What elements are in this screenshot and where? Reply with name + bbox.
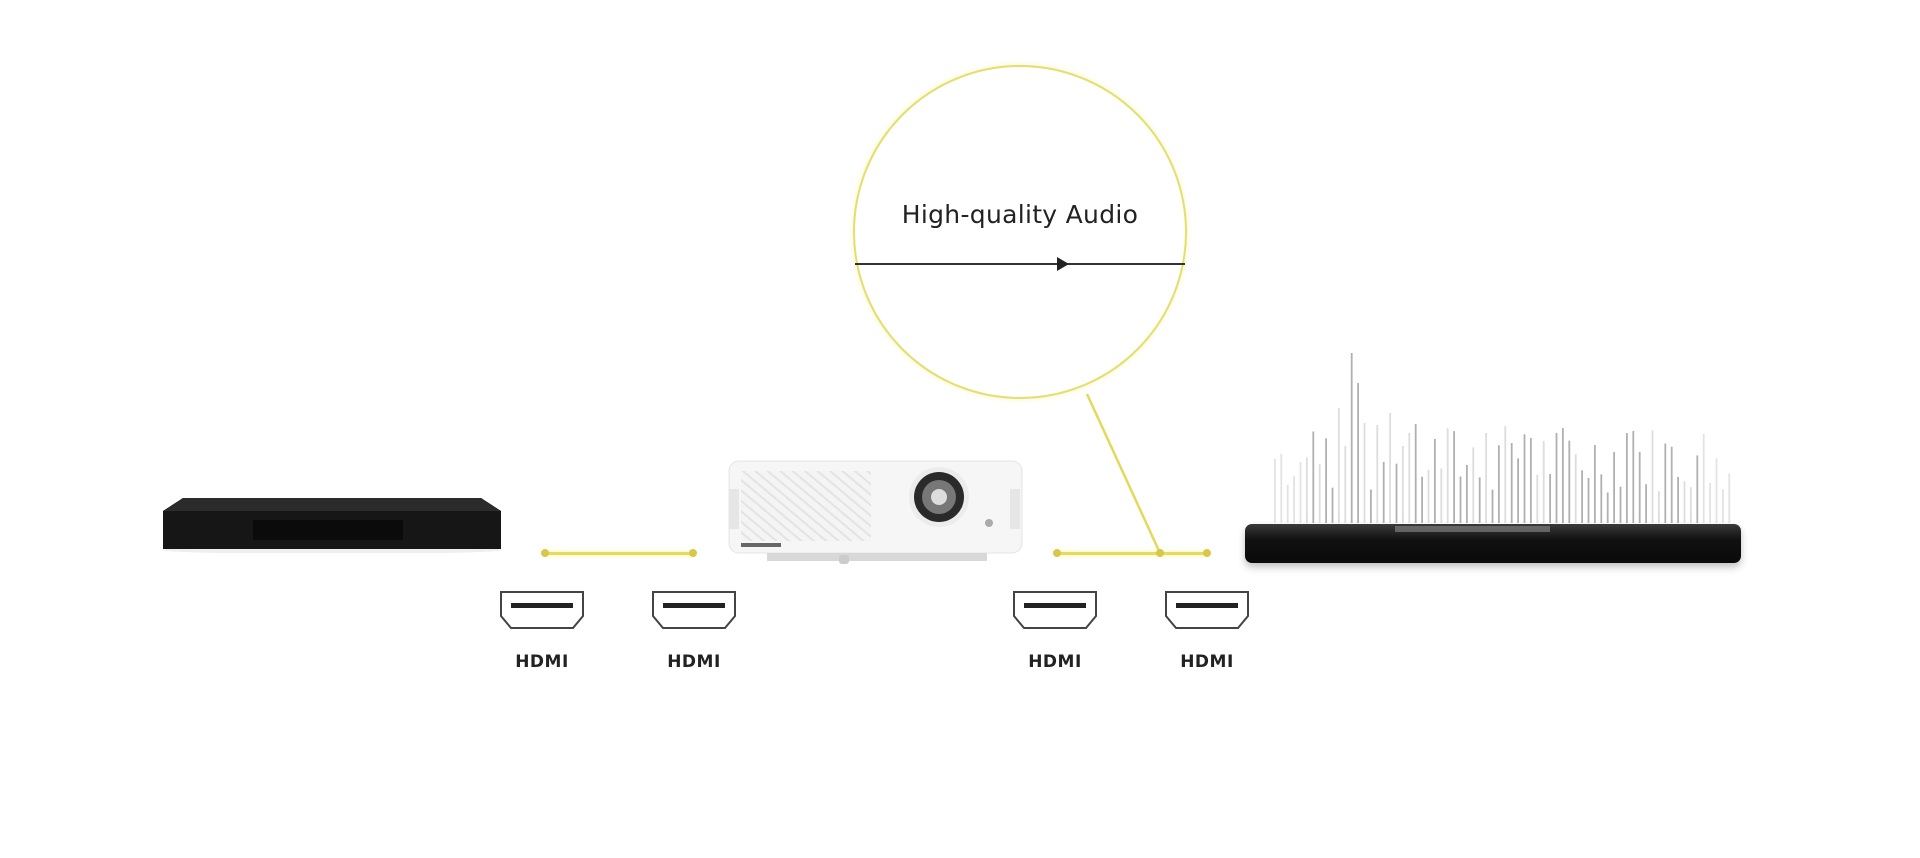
waveform-bar — [1389, 413, 1391, 523]
waveform-bar — [1363, 423, 1366, 523]
waveform-bar — [1427, 469, 1430, 523]
waveform-bar — [1280, 453, 1283, 523]
waveform-bar — [1466, 464, 1468, 523]
waveform-bar — [1587, 477, 1590, 523]
waveform-bar — [1357, 383, 1359, 523]
waveform-bar — [1696, 455, 1699, 523]
waveform-bar — [1568, 440, 1571, 523]
waveform-bar — [1402, 445, 1404, 523]
waveform-bar — [1619, 486, 1622, 523]
hdmi-port-icon — [500, 591, 584, 629]
waveform-bar — [1395, 463, 1398, 523]
waveform-bar — [1677, 476, 1679, 523]
hdmi-cable-line-2 — [1057, 552, 1207, 555]
arrow-head-icon — [1057, 257, 1069, 271]
waveform-bar — [1491, 489, 1494, 523]
bluray-player-image — [163, 498, 501, 553]
waveform-bar — [1728, 473, 1731, 523]
waveform-bar — [1485, 433, 1487, 523]
waveform-bar — [1594, 444, 1596, 523]
waveform-bar — [1421, 476, 1423, 523]
cable-endpoint-dot — [1053, 549, 1061, 557]
waveform-bar — [1344, 445, 1347, 523]
cable-endpoint-dot — [689, 549, 697, 557]
waveform-bar — [1472, 447, 1475, 523]
waveform-bar — [1453, 431, 1455, 523]
waveform-bar — [1562, 428, 1564, 523]
waveform-bar — [1325, 438, 1327, 523]
hdmi-port-label: HDMI — [1180, 652, 1234, 672]
waveform-bar — [1414, 424, 1417, 523]
waveform-bar — [1318, 464, 1321, 523]
waveform-bar — [1370, 489, 1372, 523]
hdmi-port-icon — [1013, 591, 1097, 629]
waveform-bar — [1530, 438, 1532, 523]
callout-circle — [853, 65, 1187, 399]
waveform-bar — [1286, 484, 1289, 523]
callout-label: High-quality Audio — [901, 200, 1139, 229]
waveform-bar — [1459, 476, 1462, 523]
cable-endpoint-dot — [1203, 549, 1211, 557]
waveform-bar — [1478, 477, 1481, 523]
waveform-bar — [1690, 487, 1692, 523]
waveform-bar — [1434, 438, 1436, 523]
waveform-bar — [1715, 458, 1718, 523]
hdmi-port-icon — [652, 591, 736, 629]
waveform-bar — [1683, 481, 1686, 523]
waveform-bar — [1338, 408, 1340, 523]
waveform-bar — [1722, 489, 1724, 523]
waveform-bar — [1408, 433, 1411, 523]
hdmi-port-label: HDMI — [667, 652, 721, 672]
waveform-bar — [1446, 428, 1449, 523]
waveform-bar — [1536, 474, 1539, 523]
waveform-bar — [1542, 440, 1545, 523]
waveform-bar — [1664, 443, 1667, 523]
waveform-bar — [1670, 446, 1673, 523]
waveform-bar — [1702, 433, 1705, 523]
waveform-bar — [1312, 431, 1315, 523]
waveform-bar — [1293, 475, 1295, 523]
cable-endpoint-dot — [541, 549, 549, 557]
hdmi-port-label: HDMI — [1028, 652, 1082, 672]
waveform-bar — [1517, 458, 1519, 523]
waveform-bar — [1306, 457, 1308, 523]
waveform-bar — [1600, 474, 1603, 523]
waveform-bar — [1440, 468, 1443, 523]
hdmi-port-label: HDMI — [515, 652, 569, 672]
waveform-bar — [1651, 430, 1654, 523]
waveform-bar — [1658, 491, 1660, 523]
waveform-bar — [1299, 461, 1302, 523]
waveform-bar — [1606, 492, 1609, 523]
waveform-bar — [1510, 443, 1513, 523]
waveform-bar — [1523, 434, 1526, 523]
waveform-bar — [1638, 451, 1641, 523]
waveform-bar — [1632, 431, 1635, 523]
waveform-bar — [1613, 451, 1615, 523]
waveform-bar — [1549, 474, 1551, 523]
audio-signal-arrow-line — [855, 263, 1185, 265]
waveform-bar — [1645, 484, 1647, 523]
projector-image — [728, 460, 1023, 564]
waveform-bar — [1350, 353, 1353, 523]
waveform-bar — [1504, 426, 1507, 523]
waveform-bar — [1376, 425, 1379, 523]
waveform-bar — [1581, 470, 1583, 523]
waveform-bar — [1626, 433, 1628, 523]
waveform-bar — [1498, 445, 1500, 523]
soundbar-image — [1245, 524, 1741, 563]
audio-waveform-graphic — [1274, 353, 1731, 523]
waveform-bar — [1382, 461, 1385, 523]
hdmi-cable-line-1 — [545, 552, 693, 555]
waveform-bar — [1555, 432, 1558, 523]
cable-junction-dot — [1156, 549, 1164, 557]
waveform-bar — [1274, 458, 1276, 523]
waveform-bar — [1574, 454, 1577, 523]
waveform-bar — [1709, 482, 1711, 523]
hdmi-port-icon — [1165, 591, 1249, 629]
waveform-bar — [1331, 487, 1334, 523]
